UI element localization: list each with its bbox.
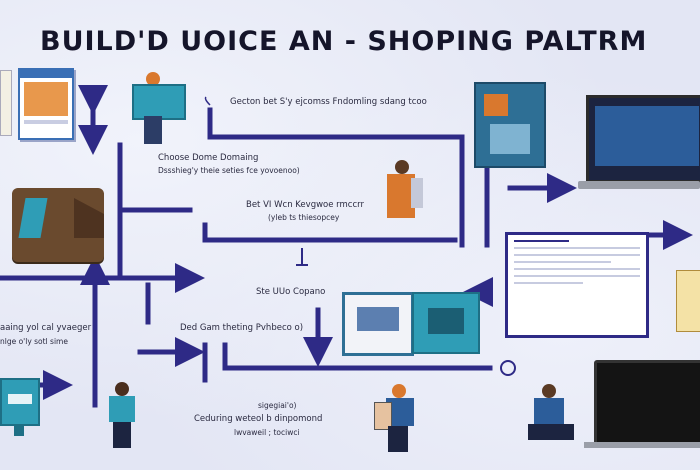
bottom-desc-line-3: lwvaweil ; tociwci [234,428,300,437]
bottom-desc-line-1: sigegiai'o) [258,401,297,410]
bottom-desc-line-2: Ceduring weteol b dinpomond [194,414,323,424]
shopper-illustration [372,384,420,454]
desktop-monitor [594,360,700,446]
presenter-illustration [130,70,186,150]
left-desc-line-2: nlge o'ly sotl sime [0,337,68,346]
page-title: BUILD'D UOICE AN - SHOPING PALTRM [40,26,648,57]
step-label-best-wix: Bet VI Wcn Kevgwoe rmccrr [246,200,364,210]
step-label-upload: Ste UUo Copano [256,287,326,297]
monitor-device [0,378,40,426]
laptop-device [578,95,700,195]
website-thumbnail [18,68,74,140]
product-screen-right [412,292,480,354]
designer-illustration [385,160,427,224]
monitor-stand [14,424,24,436]
report-thumbnail [676,270,700,332]
step-label-choose-domain: Choose Dome Domaing [158,153,259,163]
step-label-design: Gecton bet S'y ejcomss Fndomling sdang t… [230,97,427,107]
step-desc-choose-domain: Dssshieg'y theie seties fce yovoenoo) [158,166,300,175]
wallet-icon [12,188,104,262]
seller-illustration [528,384,574,444]
document-screen [505,232,649,338]
left-desc-line-1: aaing yol cal yvaeger [0,323,92,333]
product-photo-panel [474,82,546,168]
step-desc-best-wix: (yleb ts thiesopcey [268,213,340,222]
desk [584,442,700,448]
sidebar-thumbnail [0,70,12,136]
product-screen-left [342,292,414,356]
step-label-add-items: Ded Gam theting Pvhbeco o) [180,323,304,333]
customer-illustration [105,382,145,450]
